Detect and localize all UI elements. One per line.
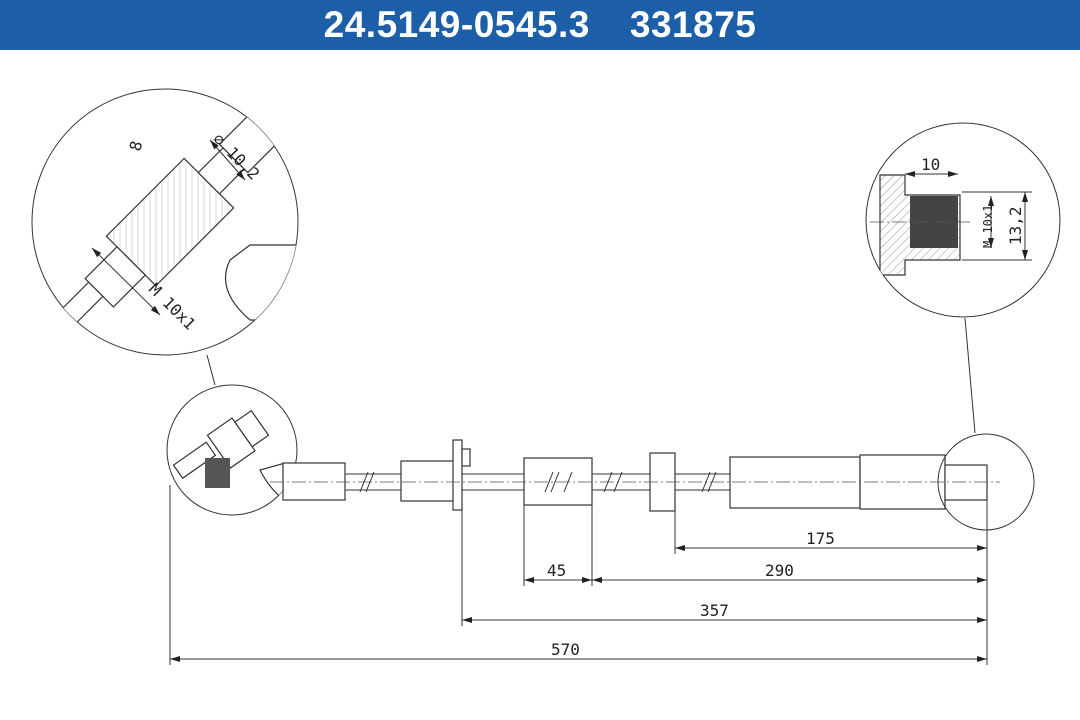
left-dim-width: 8: [126, 139, 147, 153]
article-number: 331875: [629, 4, 757, 45]
break-marks: [359, 471, 717, 493]
left-fitting-small: [166, 384, 298, 516]
right-dim-diameter: 13,2: [1006, 206, 1025, 245]
leader-line: [206, 354, 216, 386]
dim-357: 357: [700, 601, 729, 620]
brake-hose: [270, 433, 1035, 531]
part-number: 24.5149-0545.3: [323, 4, 590, 45]
dim-45: 45: [547, 561, 566, 580]
dimensions: 175 45 290 357 570: [169, 485, 988, 665]
dim-175: 175: [806, 529, 835, 548]
dim-570: 570: [551, 640, 580, 659]
title-bar: 24.5149-0545.3 331875: [0, 0, 1080, 50]
right-dim-length: 10: [921, 155, 940, 174]
dim-290: 290: [765, 561, 794, 580]
left-fitting-detail: 8 ⌀ 10,2 M 10x1: [31, 88, 299, 386]
right-fitting-detail: 10 M 10x1 13,2: [865, 122, 1061, 434]
right-dim-thread: M 10x1: [981, 205, 995, 248]
left-dim-thread: M 10x1: [145, 279, 199, 333]
